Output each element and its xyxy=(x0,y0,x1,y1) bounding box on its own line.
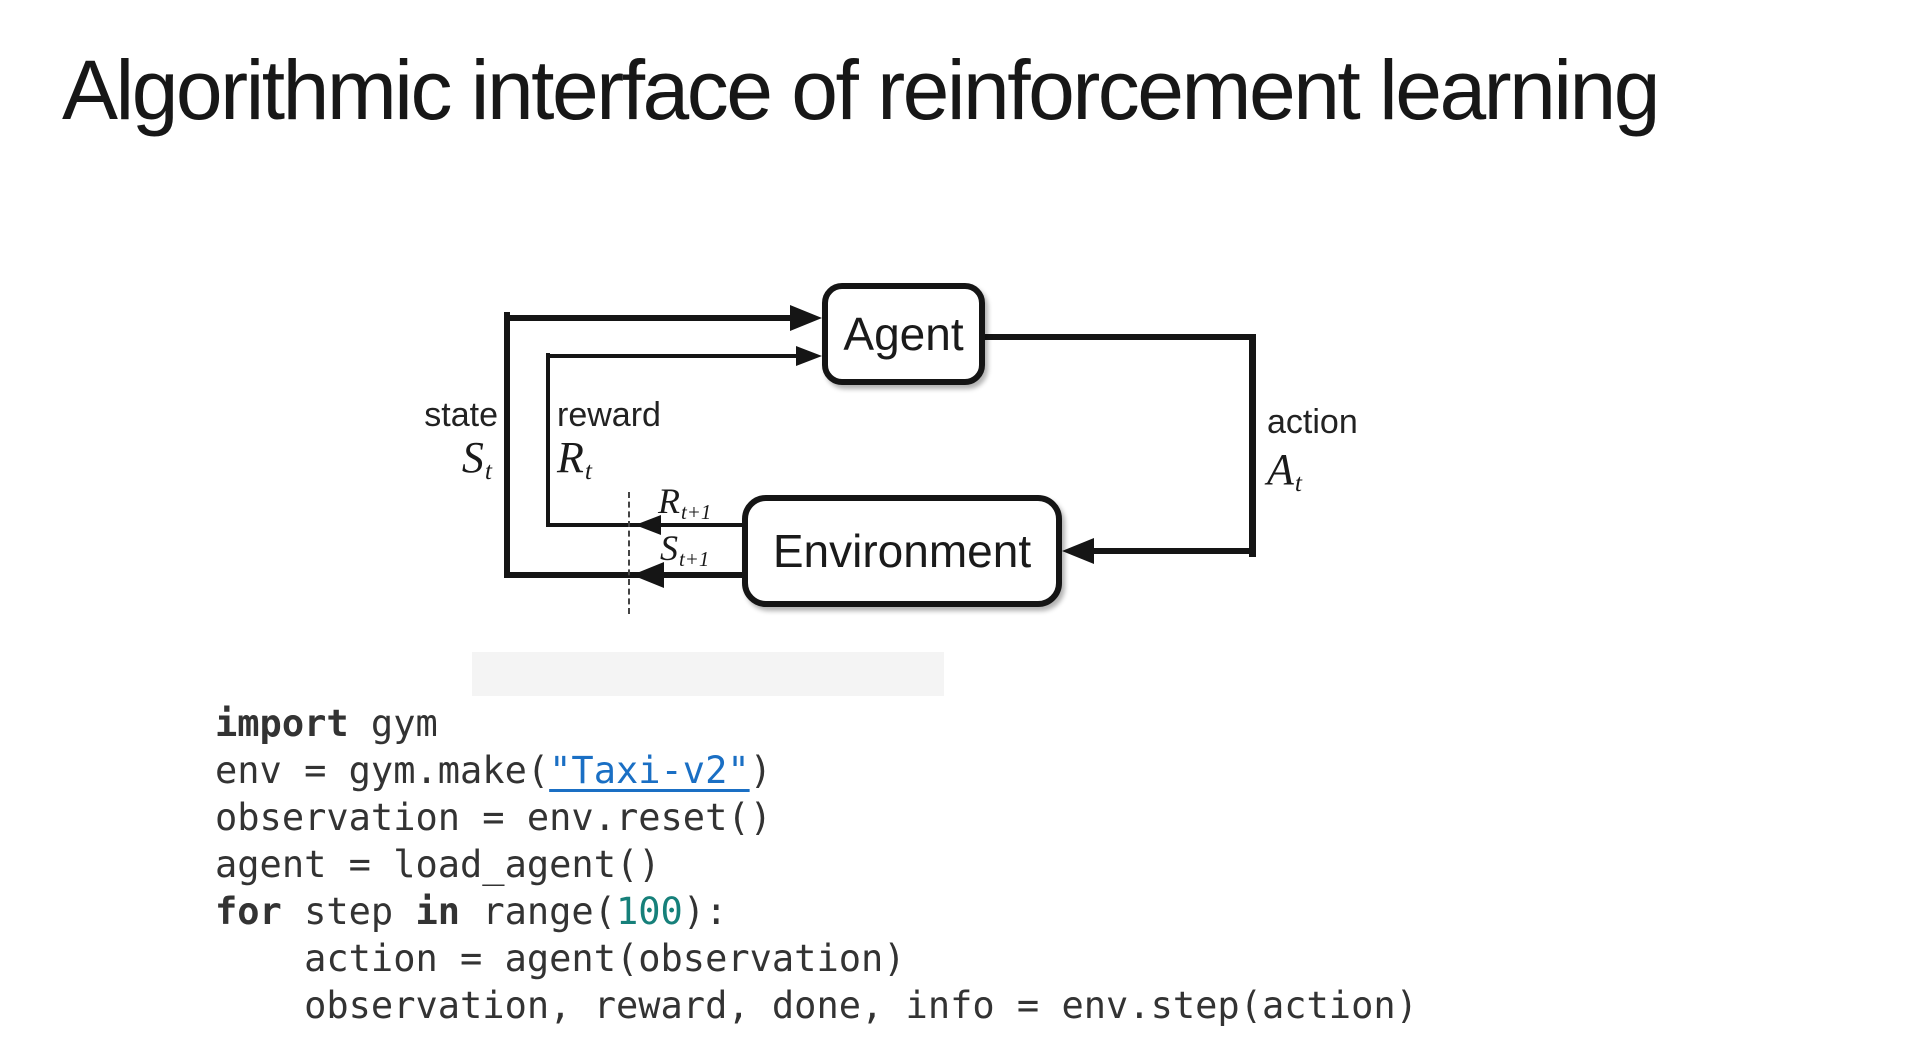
next-state-symbol: St+1 xyxy=(660,528,710,571)
action-loop-vertical-line xyxy=(1249,334,1256,557)
pasted-image-artifact xyxy=(472,652,944,696)
code-token: import xyxy=(215,702,349,745)
code-token: step xyxy=(281,890,416,933)
code-line: action = agent(observation) xyxy=(215,935,1418,982)
agent-box: Agent xyxy=(822,283,985,385)
code-token: gym xyxy=(348,702,438,745)
reward-loop-vertical-line xyxy=(546,353,550,527)
code-token: action = agent(observation) xyxy=(215,937,906,980)
code-token: observation, reward, done, info = env.st… xyxy=(215,984,1418,1027)
agent-box-label: Agent xyxy=(843,308,964,360)
code-line: observation, reward, done, info = env.st… xyxy=(215,982,1418,1029)
state-to-agent-arrowhead-icon xyxy=(790,305,822,331)
state-symbol: St xyxy=(461,433,492,486)
reward-symbol: Rt xyxy=(557,433,592,486)
code-token: ) xyxy=(749,749,772,792)
action-symbol: At xyxy=(1267,445,1302,498)
state-label: state xyxy=(424,396,498,434)
next-state-line xyxy=(504,572,742,578)
code-line: import gym xyxy=(215,700,1418,747)
code-token: env = gym.make( xyxy=(215,749,550,792)
code-token: for xyxy=(215,890,282,933)
code-line: for step in range(100): xyxy=(215,888,1418,935)
reward-to-agent-line xyxy=(546,354,798,358)
action-to-environment-line xyxy=(1094,548,1256,554)
reward-to-agent-arrowhead-icon xyxy=(796,346,822,366)
code-token: range( xyxy=(460,890,616,933)
code-line: env = gym.make("Taxi-v2") xyxy=(215,747,1418,794)
state-to-agent-line xyxy=(504,315,794,321)
page-title: Algorithmic interface of reinforcement l… xyxy=(62,43,1660,137)
code-token: agent = load_agent() xyxy=(215,843,661,886)
next-reward-symbol: Rt+1 xyxy=(658,481,712,524)
code-line: agent = load_agent() xyxy=(215,841,1418,888)
agent-to-action-line xyxy=(985,334,1256,340)
code-line: observation = env.reset() xyxy=(215,794,1418,841)
environment-box: Environment xyxy=(742,495,1062,607)
action-to-environment-arrowhead-icon xyxy=(1062,538,1094,564)
environment-box-label: Environment xyxy=(772,525,1032,577)
code-token: ): xyxy=(682,890,728,933)
reward-label: reward xyxy=(557,396,661,434)
timestep-boundary-dashed-line xyxy=(628,492,630,614)
next-state-arrowhead-icon xyxy=(632,562,664,588)
action-label: action xyxy=(1267,403,1358,441)
taxi-v2-link[interactable]: "Taxi-v2" xyxy=(549,749,750,792)
code-token: observation = env.reset() xyxy=(215,796,772,839)
code-token: 100 xyxy=(615,890,683,933)
state-loop-vertical-line xyxy=(504,312,510,578)
code-token: in xyxy=(415,890,461,933)
next-reward-arrowhead-icon xyxy=(635,515,661,535)
